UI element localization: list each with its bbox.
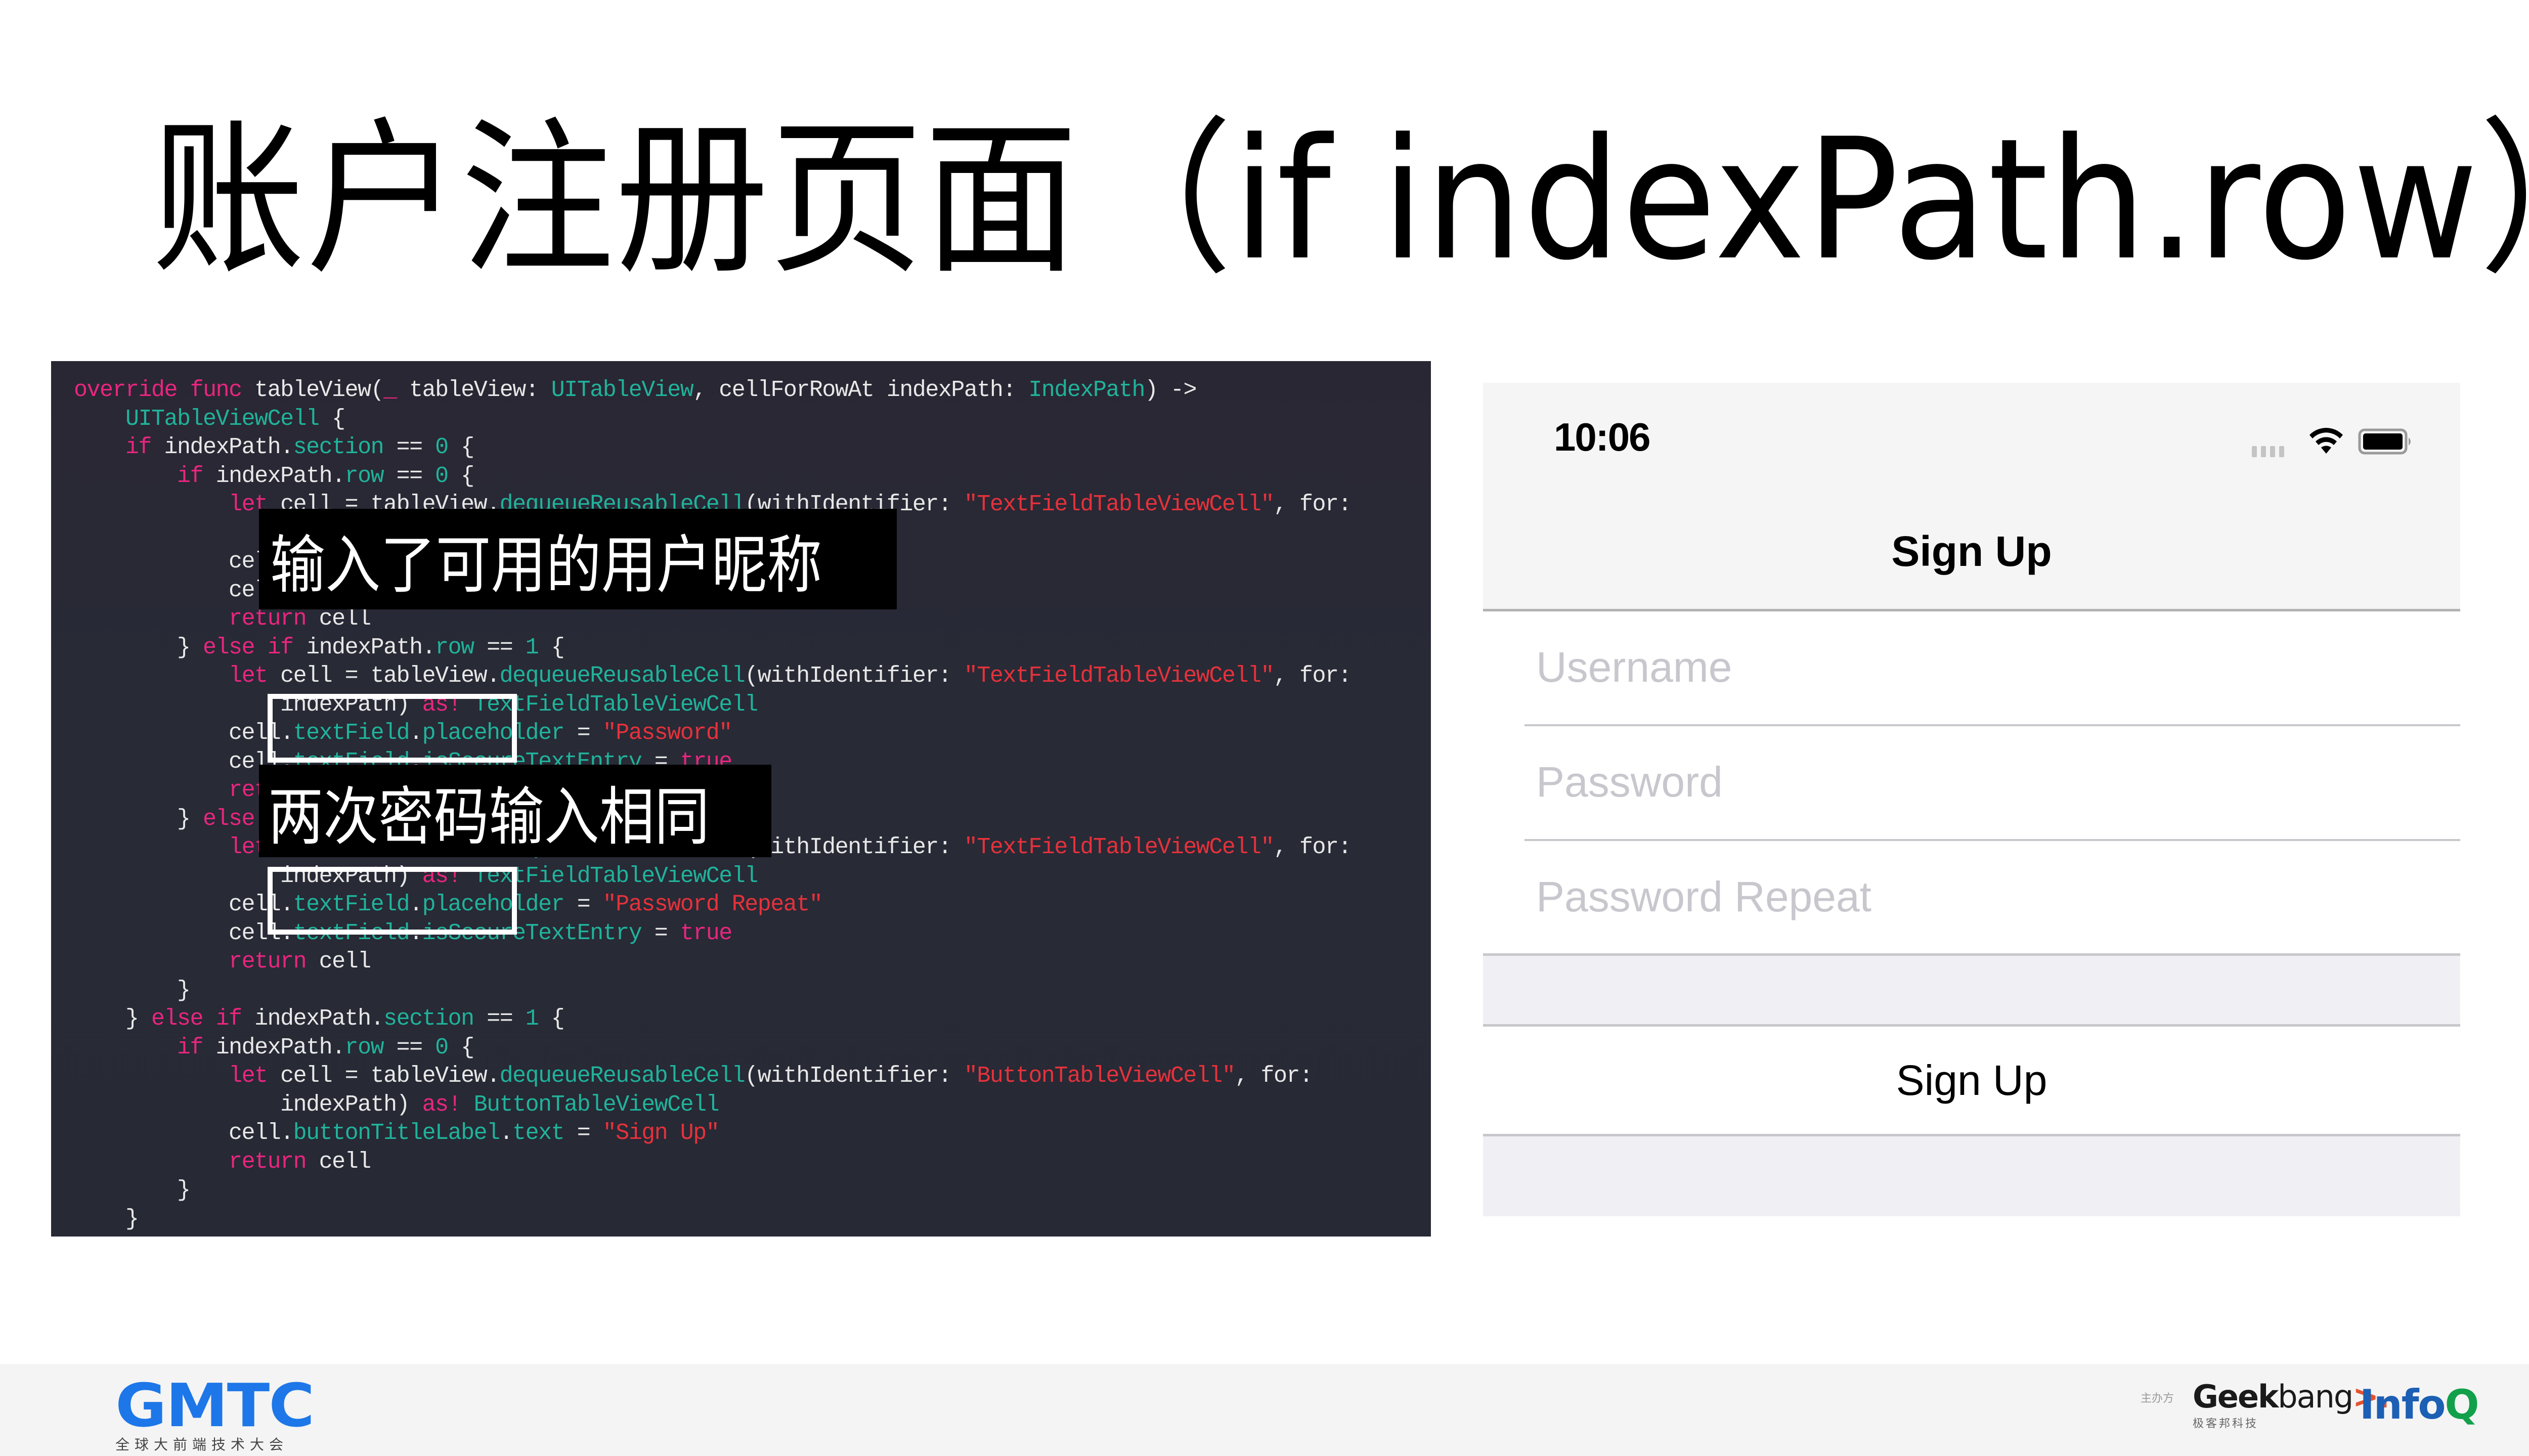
annotation-passwords-match: 两次密码输入相同 xyxy=(259,765,771,857)
highlight-box-password-repeat xyxy=(268,867,517,935)
code-panel: override func tableView(_ tableView: UIT… xyxy=(51,361,1431,1237)
highlight-box-password xyxy=(268,694,517,763)
geekbang-mark: >. xyxy=(2352,1378,2390,1415)
code-line: cell.textField.isSecureTextEntry = true xyxy=(74,920,732,946)
code-line: } else if indexPath.section == 1 { xyxy=(74,1006,565,1032)
geekbang-logo: Geekbang>. 极客邦科技 xyxy=(2193,1378,2390,1431)
divider xyxy=(1524,724,2460,726)
annotation-username-available: 输入了可用的用户昵称 xyxy=(259,509,897,609)
infoq-name-a: Info xyxy=(2360,1381,2446,1428)
geekbang-name-b: bang xyxy=(2278,1378,2353,1415)
nav-title: Sign Up xyxy=(1891,527,2052,575)
code-line: cell.textField.placeholder = "Password R… xyxy=(74,892,823,917)
code-line: return cell xyxy=(229,1149,371,1175)
divider xyxy=(1524,839,2460,841)
code-line: indexPath) as! ButtonTableViewCell xyxy=(74,1091,720,1118)
annotation-label: 输入了可用的用户昵称 xyxy=(270,528,822,602)
code-line: cell.buttonTitleLabel.text = "Sign Up" xyxy=(74,1120,720,1146)
code-line: cell.textField.placeholder = "Password" xyxy=(74,720,732,746)
username-placeholder: Username xyxy=(1536,643,1732,691)
cellular-signal-icon xyxy=(2252,446,2284,457)
sponsor-label: 主办方 xyxy=(2141,1392,2174,1404)
slide-title: 账户注册页面（if indexPath.row） xyxy=(152,103,2529,297)
code-line: if indexPath.row == 0 { xyxy=(177,463,474,489)
password-field[interactable]: Password xyxy=(1483,726,2460,841)
code-line: return cell xyxy=(229,606,371,632)
wifi-icon xyxy=(2309,428,2343,454)
username-field[interactable]: Username xyxy=(1483,611,2460,726)
geekbang-subtitle: 极客邦科技 xyxy=(2193,1417,2259,1430)
code-line: override func tableView(_ tableView: UIT… xyxy=(74,377,1197,403)
status-time: 10:06 xyxy=(1554,415,1650,459)
annotation-label: 两次密码输入相同 xyxy=(268,780,710,854)
gmtc-logo: GMTC 全球大前端技术大会 xyxy=(115,1376,315,1454)
signup-form: Username Password Password Repeat xyxy=(1483,611,2460,956)
navigation-bar: 10:06 Sign Up xyxy=(1483,383,2460,611)
infoq-name-b: Q xyxy=(2445,1381,2479,1428)
code-line: return cell xyxy=(229,949,371,975)
code-line: } xyxy=(74,1206,139,1232)
code-line: let cell = tableView.dequeueReusableCell… xyxy=(229,1063,1313,1089)
code-line: if indexPath.row == 0 { xyxy=(177,1034,474,1061)
sign-up-button-label: Sign Up xyxy=(1896,1056,2047,1104)
battery-icon xyxy=(2358,428,2411,455)
code-line: } xyxy=(74,977,191,1003)
code-line: indexPath) as! TextFieldTableViewCell xyxy=(74,691,758,718)
code-line: if indexPath.section == 0 { xyxy=(125,434,474,460)
slide-footer: GMTC 全球大前端技术大会 主办方 Geekbang>. 极客邦科技 Info… xyxy=(0,1364,2529,1456)
infoq-logo: InfoQ xyxy=(2360,1381,2479,1428)
code-line: UITableViewCell { xyxy=(125,406,345,432)
code-line: let cell = tableView.dequeueReusableCell… xyxy=(229,663,1351,689)
gmtc-subtitle: 全球大前端技术大会 xyxy=(115,1437,289,1452)
password-placeholder: Password xyxy=(1536,758,1723,806)
code-line: indexPath) as! TextFieldTableViewCell xyxy=(74,863,758,889)
password-repeat-placeholder: Password Repeat xyxy=(1536,873,1872,920)
geekbang-name-a: Geek xyxy=(2193,1378,2279,1415)
password-repeat-field[interactable]: Password Repeat xyxy=(1483,841,2460,956)
gmtc-wordmark: GMTC xyxy=(115,1371,315,1440)
sign-up-button[interactable]: Sign Up xyxy=(1483,1024,2460,1136)
code-line: } else if indexPath.row == 1 { xyxy=(74,634,565,660)
phone-screen: 10:06 Sign Up Username Password Password… xyxy=(1483,383,2460,1216)
code-line: } xyxy=(74,1177,191,1203)
